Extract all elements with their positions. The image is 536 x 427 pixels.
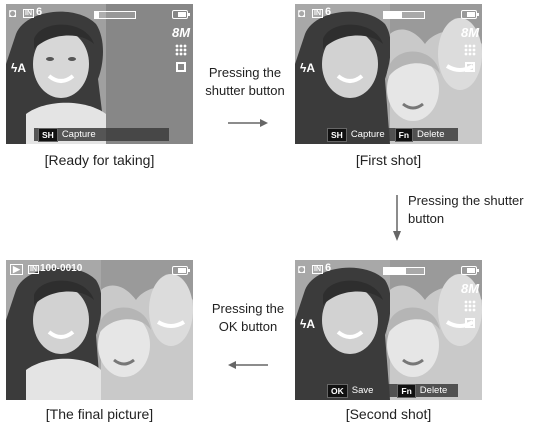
arrow-down-icon [393,195,401,241]
metering-icon [465,62,475,72]
woman-and-child-photo [295,260,482,400]
storage-icon: IN [312,265,323,274]
softkey-sh[interactable]: SH [327,127,347,142]
progress-fill [384,268,406,274]
shot-count: 6 [325,262,332,274]
quality-icon [464,44,476,56]
caption-second-shot: [Second shot] [345,406,432,422]
metering-icon [176,62,186,72]
screen-ready: ◘ IN 6 8M ϟA SH Capture [6,4,193,144]
softkey-fn[interactable]: Fn [397,383,416,398]
softkey-ok[interactable]: OK [327,383,348,398]
arrow-right-icon [228,119,268,127]
resolution-badge: 8M [172,25,191,40]
camera-mode-icon: ◘ [298,262,306,276]
woman-and-child-photo [295,4,482,144]
softkey-bar: SH Capture [34,127,169,142]
softkey-fn[interactable]: Fn [394,127,414,142]
storage-icon: IN [312,9,323,18]
playback-icon: ▶ [10,264,23,275]
softkey-capture-label: Capture [350,129,385,140]
softkey-save-label: Save [351,385,374,396]
flash-auto-icon: ϟA [300,317,316,331]
file-number: 100-0010 [40,263,83,274]
step-shutter-1: Pressing the shutter button [205,65,285,98]
screen-first-shot: ◘ IN 6 8M ϟA SH Capture Fn Delete [295,4,482,144]
quality-icon [464,300,476,312]
resolution-badge: 8M [461,281,480,296]
screen-second-shot: ◘ IN 6 8M ϟA OK Save Fn Delete [295,260,482,400]
progress-bar [94,11,136,19]
step-ok: Pressing the OK button [211,301,285,334]
battery-icon [172,10,190,19]
screen-final-picture: ▶ IN 100-0010 [6,260,193,400]
shot-count: 6 [36,6,43,18]
composite-photo [6,260,193,400]
progress-bar [383,267,425,275]
progress-fill [384,12,402,18]
softkey-delete-label: Delete [419,385,448,396]
flash-auto-icon: ϟA [300,61,316,75]
caption-ready: [Ready for taking] [44,152,155,168]
battery-icon [461,10,479,19]
storage-icon: IN [23,9,34,18]
progress-fill [95,12,99,18]
softkey-bar: OK Save Fn Delete [323,383,458,398]
softkey-sh[interactable]: SH [38,127,58,142]
battery-icon [461,266,479,275]
step-shutter-2: Pressing the shutter button [408,193,524,226]
resolution-badge: 8M [461,25,480,40]
quality-icon [175,44,187,56]
caption-final-picture: [The final picture] [45,406,154,422]
softkey-delete-label: Delete [417,129,445,140]
camera-mode-icon: ◘ [9,6,17,20]
caption-first-shot: [First shot] [355,152,422,168]
flash-auto-icon: ϟA [11,61,27,75]
battery-icon [172,266,190,275]
camera-mode-icon: ◘ [298,6,306,20]
shot-count: 6 [325,6,332,18]
metering-icon [465,318,475,328]
softkey-bar: SH Capture Fn Delete [323,127,458,142]
arrow-left-icon [228,361,268,369]
woman-photo [6,4,193,144]
progress-bar [383,11,425,19]
softkey-capture-label: Capture [61,129,96,140]
storage-icon: IN [28,265,39,274]
